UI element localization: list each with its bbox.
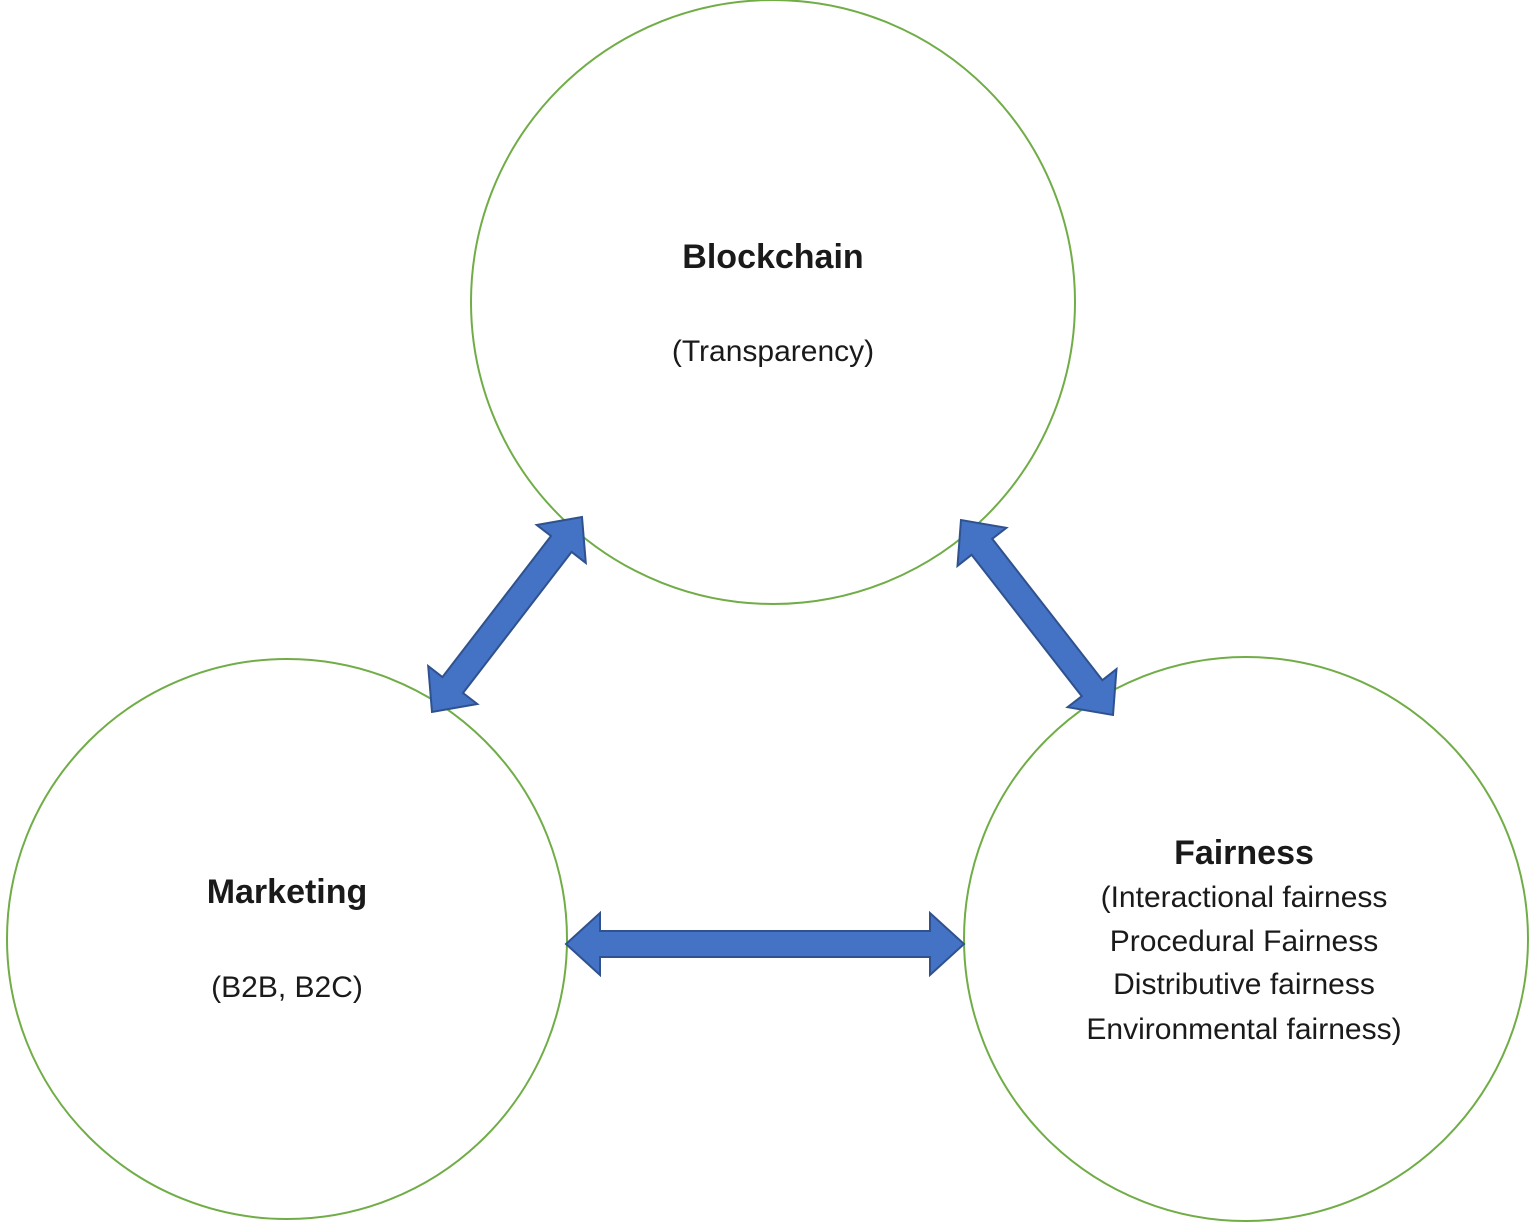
- arrow-blockchain-fairness: [956, 518, 1118, 717]
- fairness-line-procedural: Procedural Fairness: [1110, 925, 1378, 958]
- marketing-subtitle: (B2B, B2C): [211, 971, 363, 1004]
- arrow-blockchain-marketing: [427, 515, 587, 714]
- arrow-marketing-fairness: [564, 910, 966, 978]
- blockchain-title: Blockchain: [682, 238, 863, 276]
- fairness-line-distributive: Distributive fairness: [1113, 968, 1375, 1001]
- fairness-circle: [963, 656, 1529, 1222]
- fairness-line-interactional: (Interactional fairness: [1101, 881, 1388, 914]
- blockchain-subtitle: (Transparency): [672, 335, 874, 368]
- fairness-title: Fairness: [1174, 834, 1314, 872]
- blockchain-circle: [470, 0, 1076, 605]
- fairness-line-environmental: Environmental fairness): [1086, 1013, 1401, 1046]
- marketing-title: Marketing: [207, 873, 368, 911]
- marketing-circle: [6, 658, 568, 1220]
